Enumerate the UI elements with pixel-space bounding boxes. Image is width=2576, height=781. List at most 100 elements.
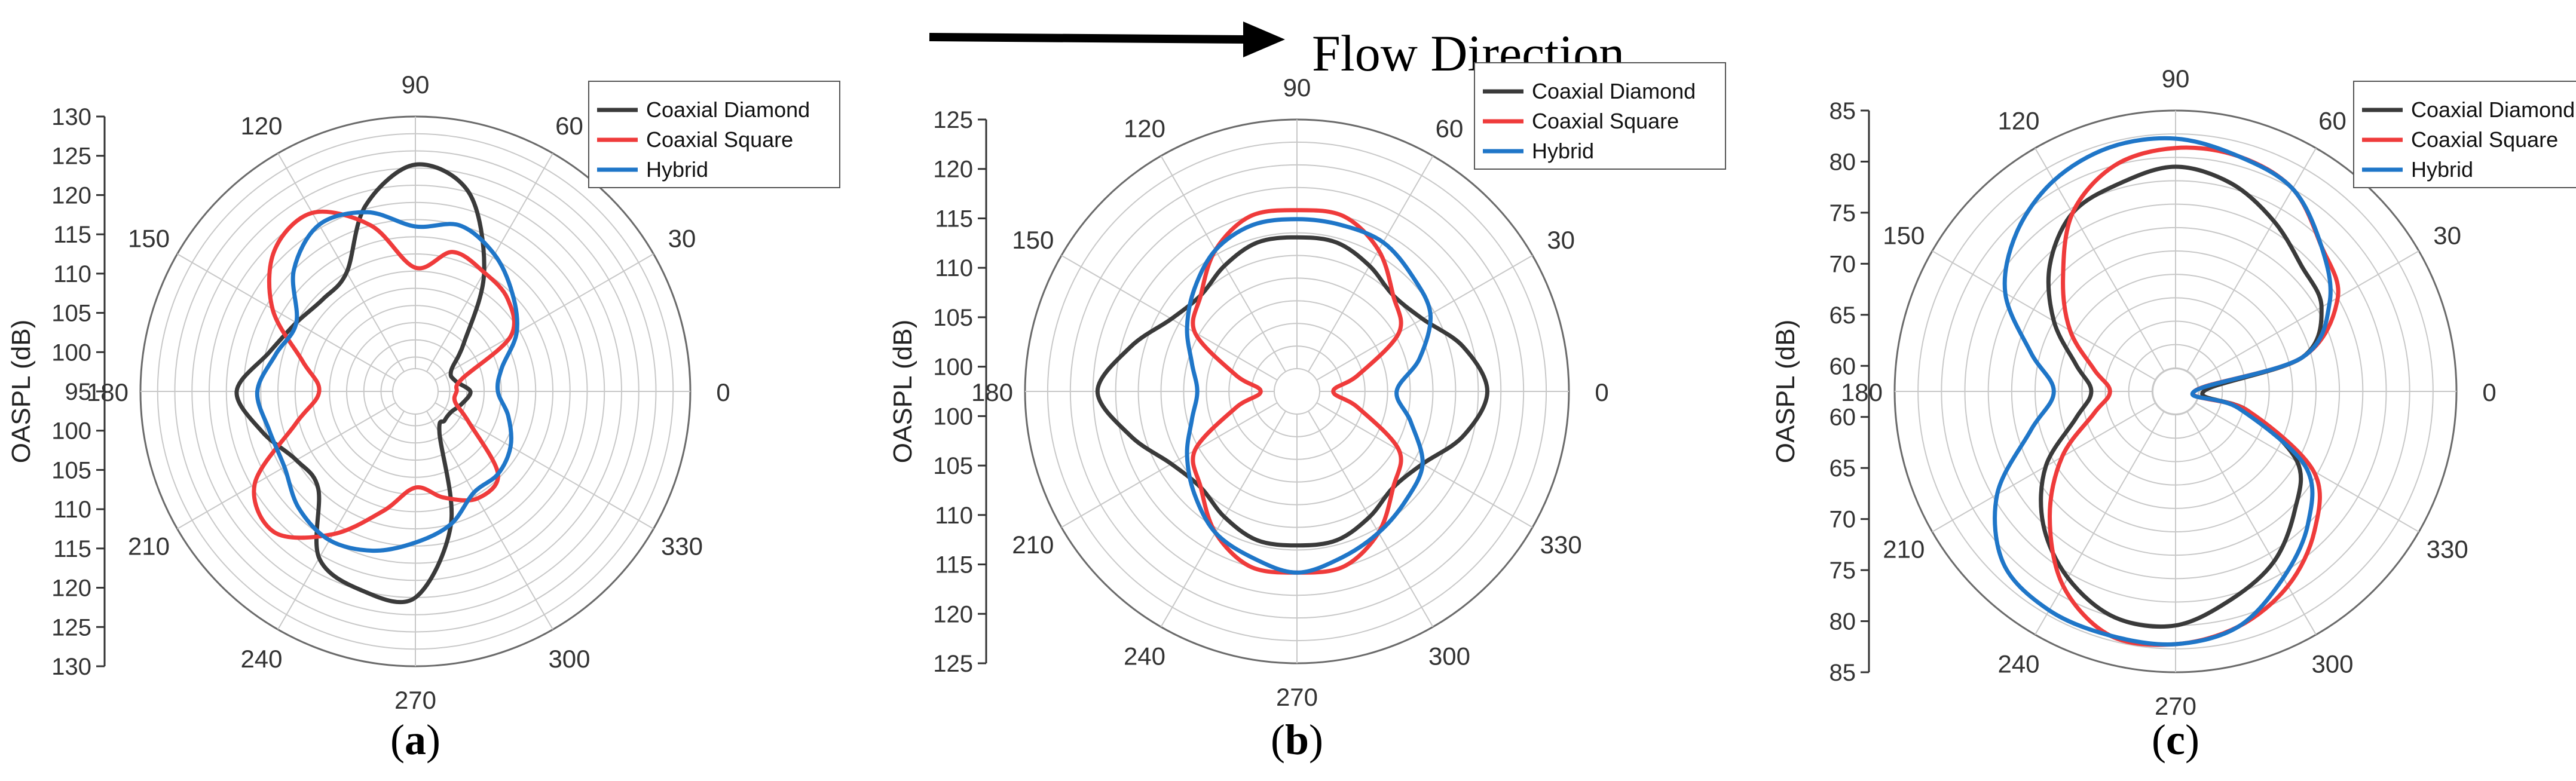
angle-tick-label-240: 240 [240, 645, 282, 673]
grid-spoke [1061, 255, 1298, 392]
radial-tick-label: 110 [935, 255, 973, 281]
angle-tick-label-240: 240 [1124, 642, 1165, 670]
radial-tick-label: 60 [1829, 353, 1856, 379]
angle-tick-label-330: 330 [661, 532, 703, 561]
grid-spoke [1160, 155, 1298, 392]
grid-spoke [1296, 391, 1533, 528]
angle-tick-label-120: 120 [1997, 106, 2039, 134]
grid-spoke [415, 253, 654, 392]
grid-spoke [1932, 391, 2176, 532]
grid-spoke [1296, 255, 1533, 392]
radial-tick-label: 115 [53, 222, 91, 248]
series-line-hybrid [255, 210, 519, 553]
grid-spoke [1296, 155, 1434, 392]
y-axis-label: OASPL (dB) [7, 320, 36, 463]
panel-c: 0306090120150180210240270300330858075706… [1771, 65, 2576, 720]
radial-tick-label: 70 [1829, 507, 1856, 533]
grid-spoke [2175, 250, 2419, 392]
grid-spoke [1296, 391, 1434, 627]
radial-tick-label: 100 [933, 403, 973, 430]
radial-tick-label: 75 [1829, 558, 1856, 584]
radial-tick-label: 85 [1829, 660, 1856, 686]
angle-tick-label-180: 180 [1841, 378, 1883, 406]
legend-label-coaxial-diamond: Coaxial Diamond [1532, 79, 1696, 103]
legend-label-coaxial-diamond: Coaxial Diamond [646, 97, 810, 122]
angle-tick-label-210: 210 [128, 532, 170, 561]
radial-tick-label: 65 [1829, 455, 1856, 482]
angle-tick-label-150: 150 [1012, 226, 1054, 254]
radial-tick-label: 100 [51, 418, 91, 445]
radial-tick-label: 115 [53, 536, 91, 562]
angle-tick-label-180: 180 [971, 378, 1013, 406]
panel-label-a: (a) [390, 716, 440, 764]
angle-tick-label-180: 180 [87, 378, 129, 406]
radial-tick-label: 75 [1829, 200, 1856, 226]
panel-a: 0306090120150180210240270300330130125120… [7, 71, 840, 714]
angle-tick-label-90: 90 [2162, 65, 2190, 93]
panel-b: 0306090120150180210240270300330125120115… [888, 62, 1726, 711]
angle-tick-label-210: 210 [1883, 535, 1925, 563]
radial-tick-label: 120 [933, 157, 973, 183]
radial-tick-label: 95 [65, 379, 92, 405]
radial-tick-label: 110 [53, 261, 91, 287]
grid-spoke [2175, 391, 2317, 635]
angle-tick-label-270: 270 [394, 686, 436, 714]
radial-tick-label: 110 [53, 497, 91, 523]
angle-tick-label-30: 30 [668, 225, 696, 253]
flow-direction-arrowhead-icon [1243, 22, 1285, 57]
series-line-hybrid [1993, 136, 2333, 647]
radial-tick-label: 120 [933, 601, 973, 627]
angle-tick-label-0: 0 [716, 378, 730, 406]
legend-label-coaxial-square: Coaxial Square [1532, 109, 1679, 133]
radial-tick-label: 80 [1829, 149, 1856, 175]
legend-label-coaxial-square: Coaxial Square [646, 127, 793, 152]
radial-tick-label: 125 [51, 614, 91, 641]
radial-tick-label: 125 [933, 651, 973, 677]
radial-tick-label: 120 [51, 575, 91, 602]
radial-tick-label: 105 [933, 453, 973, 479]
angle-tick-label-270: 270 [2155, 692, 2196, 720]
grid-spoke [1061, 391, 1298, 528]
grid-spoke [2035, 148, 2176, 392]
radial-tick-label: 105 [51, 457, 91, 483]
radial-tick-label: 115 [935, 206, 973, 232]
radial-tick-label: 105 [933, 305, 973, 331]
legend-label-hybrid: Hybrid [1532, 139, 1594, 163]
angle-tick-label-300: 300 [2311, 650, 2353, 678]
radial-tick-label: 125 [933, 107, 973, 133]
grid-spoke [2035, 391, 2176, 635]
y-axis-label: OASPL (dB) [1771, 320, 1800, 463]
radial-tick-label: 60 [1829, 405, 1856, 431]
angle-tick-label-90: 90 [1283, 73, 1311, 102]
angle-tick-label-240: 240 [1997, 650, 2039, 678]
legend-label-coaxial-square: Coaxial Square [2411, 127, 2558, 152]
angle-tick-label-120: 120 [1124, 114, 1165, 142]
radial-tick-label: 80 [1829, 609, 1856, 635]
angle-tick-label-270: 270 [1276, 683, 1318, 711]
legend-label-coaxial-diamond: Coaxial Diamond [2411, 97, 2575, 122]
grid-spoke [277, 391, 416, 630]
angle-tick-label-150: 150 [1883, 222, 1925, 250]
angle-tick-label-60: 60 [2318, 106, 2346, 134]
polar-hub [392, 368, 439, 415]
radial-tick-label: 85 [1829, 98, 1856, 124]
radial-tick-label: 65 [1829, 302, 1856, 329]
series-line-coaxial-diamond [2039, 164, 2324, 629]
radial-tick-label: 100 [51, 339, 91, 366]
radial-tick-label: 120 [51, 182, 91, 209]
flow-direction-arrow-line [929, 33, 1247, 44]
angle-tick-label-60: 60 [555, 112, 583, 140]
panel-label-b: (b) [1271, 716, 1323, 764]
series-line-coaxial-diamond [1095, 235, 1489, 548]
radial-tick-label: 130 [51, 654, 91, 680]
angle-tick-label-150: 150 [128, 225, 170, 253]
angle-tick-label-300: 300 [548, 645, 590, 673]
polar-hub [1274, 368, 1320, 415]
radial-tick-label: 125 [51, 143, 91, 170]
radial-tick-label: 110 [935, 503, 973, 529]
y-axis-label: OASPL (dB) [888, 320, 917, 463]
angle-tick-label-330: 330 [1540, 531, 1582, 559]
angle-tick-label-120: 120 [240, 112, 282, 140]
angle-tick-label-30: 30 [1547, 226, 1575, 254]
